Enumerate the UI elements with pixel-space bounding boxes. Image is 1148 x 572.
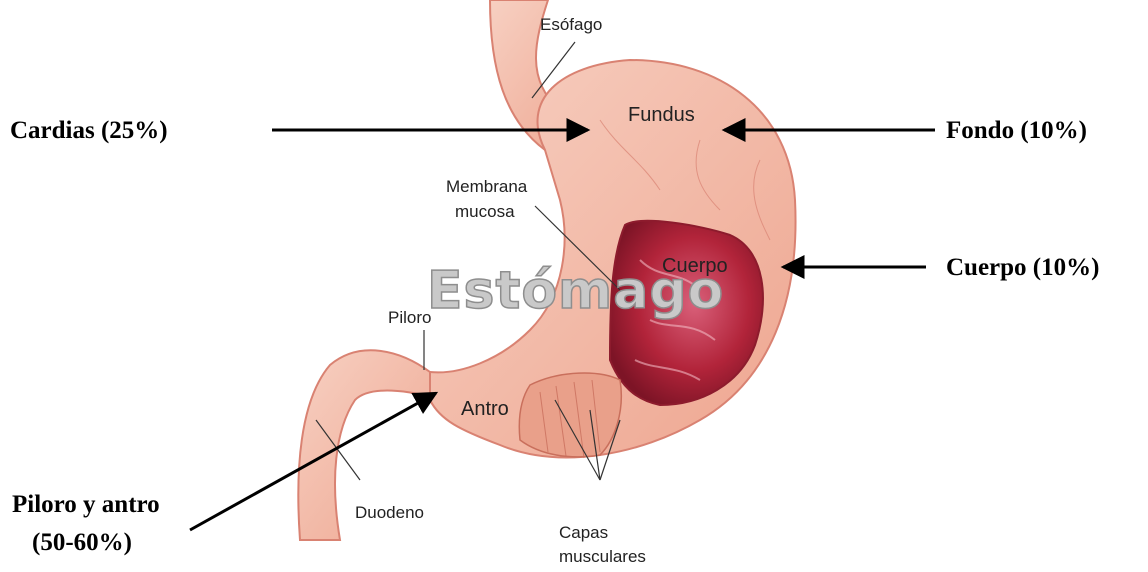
- label-duodeno: Duodeno: [355, 503, 424, 522]
- label-antro: Antro: [461, 398, 509, 420]
- callout-piloro-antro-line1: Piloro y antro: [12, 491, 160, 518]
- label-membrana-line2: mucosa: [455, 202, 515, 221]
- label-esofago: Esófago: [540, 15, 602, 34]
- callout-fondo: Fondo (10%): [946, 117, 1087, 144]
- label-membrana-line1: Membrana: [446, 177, 528, 196]
- callout-cardias: Cardias (25%): [10, 117, 168, 144]
- callout-piloro-antro-line2: (50-60%): [32, 529, 132, 556]
- label-capas-line1: Capas: [559, 523, 608, 542]
- label-fundus: Fundus: [628, 104, 695, 126]
- callout-cuerpo: Cuerpo (10%): [946, 254, 1099, 281]
- muscle-layers: [519, 373, 621, 458]
- label-cuerpo: Cuerpo: [662, 255, 728, 277]
- label-capas-line2: musculares: [559, 547, 646, 566]
- label-piloro: Piloro: [388, 308, 431, 327]
